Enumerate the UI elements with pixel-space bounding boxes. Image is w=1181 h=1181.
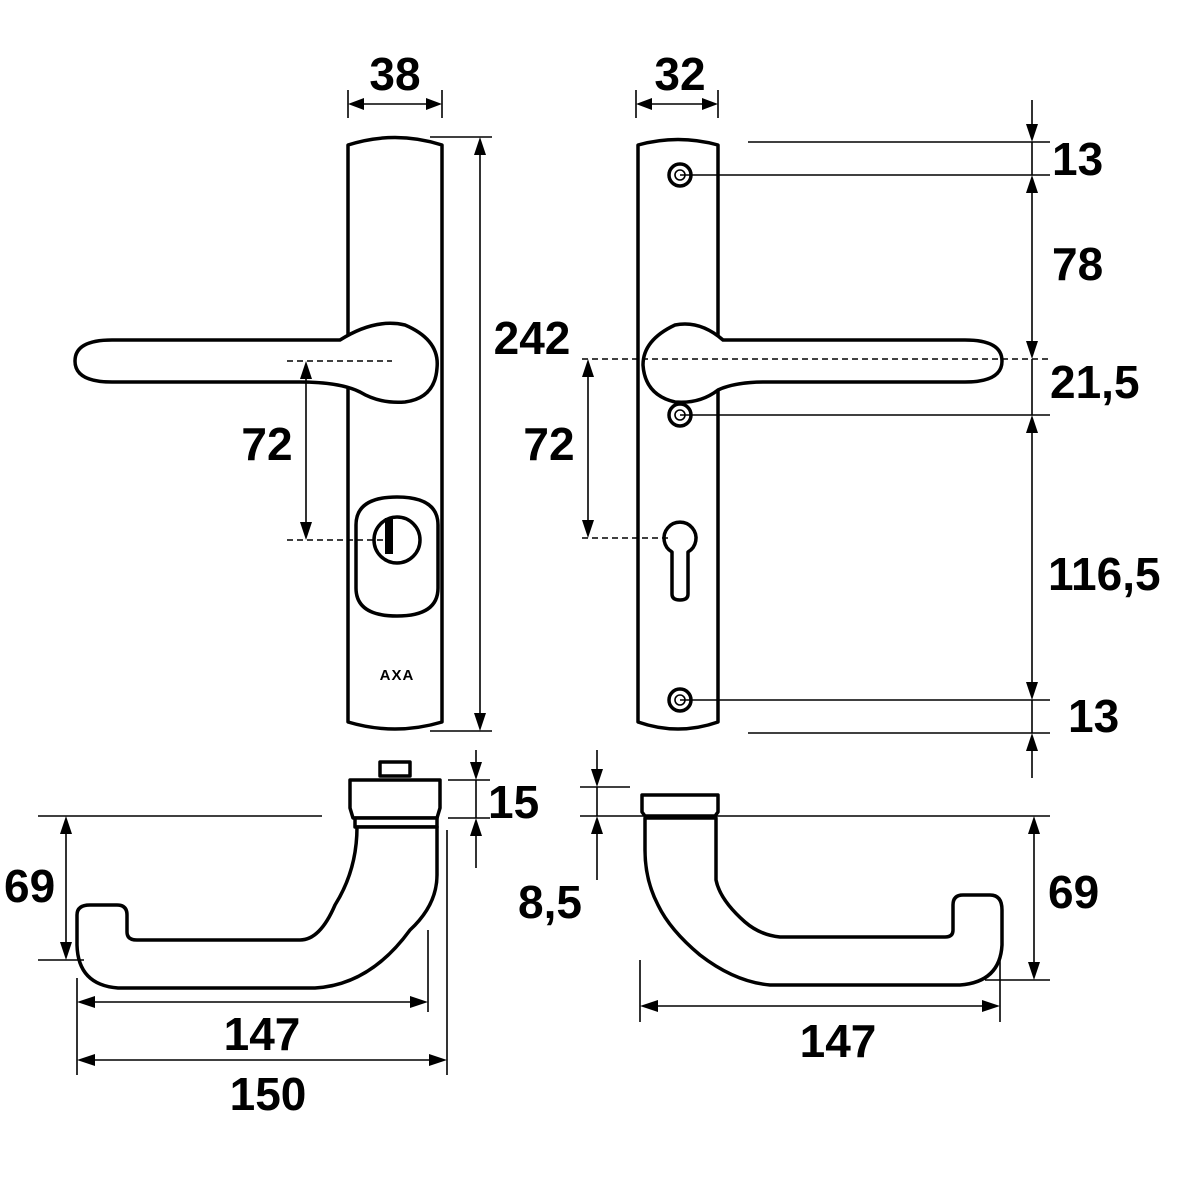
front-handle-to-lock-label: 72 [241, 418, 292, 470]
screw-to-bottom-label: 13 [1068, 690, 1119, 742]
thumbturn-spindle [378, 760, 412, 778]
front-plate-height-label: 242 [494, 312, 571, 364]
rear-lever-handle [641, 322, 1004, 404]
rear-handle-to-lock-label: 72 [523, 418, 574, 470]
right-handle-length-label: 147 [800, 1015, 877, 1067]
front-lever-handle [73, 321, 439, 405]
front-view: AXA 38 242 72 [73, 48, 571, 732]
top-to-screw-label: 13 [1052, 133, 1103, 185]
right-handle-depth-label: 69 [1048, 866, 1099, 918]
left-overall-length-label: 150 [230, 1068, 307, 1120]
left-handle-length-label: 147 [224, 1008, 301, 1060]
euro-cylinder-keyhole [662, 520, 698, 602]
rear-plate-width-label: 32 [654, 48, 705, 100]
front-plate-width-label: 38 [369, 48, 420, 100]
right-handle-side-profile [643, 816, 1004, 987]
front-escutcheon-plate [346, 135, 444, 731]
screw-to-screw-label: 116,5 [1048, 548, 1161, 600]
left-handle-side-profile [75, 825, 439, 990]
thumbturn-slot [385, 518, 393, 554]
side-view-right: 8,5 69 147 [518, 750, 1099, 1067]
rear-backplate [636, 137, 720, 731]
rear-view: 32 13 78 21,5 116,5 13 72 [523, 48, 1161, 778]
right-rosette-cap [640, 793, 720, 818]
left-handle-depth-label: 69 [4, 860, 55, 912]
screw-to-spindle-label: 78 [1052, 238, 1103, 290]
spindle-to-screw-label: 21,5 [1050, 356, 1140, 408]
brand-logo: AXA [380, 667, 415, 684]
side-view-left: 15 69 147 150 [4, 750, 539, 1120]
left-rosette-height-label: 15 [488, 776, 539, 828]
right-rosette-height-label: 8,5 [518, 876, 582, 928]
left-rosette-cap [348, 778, 442, 820]
